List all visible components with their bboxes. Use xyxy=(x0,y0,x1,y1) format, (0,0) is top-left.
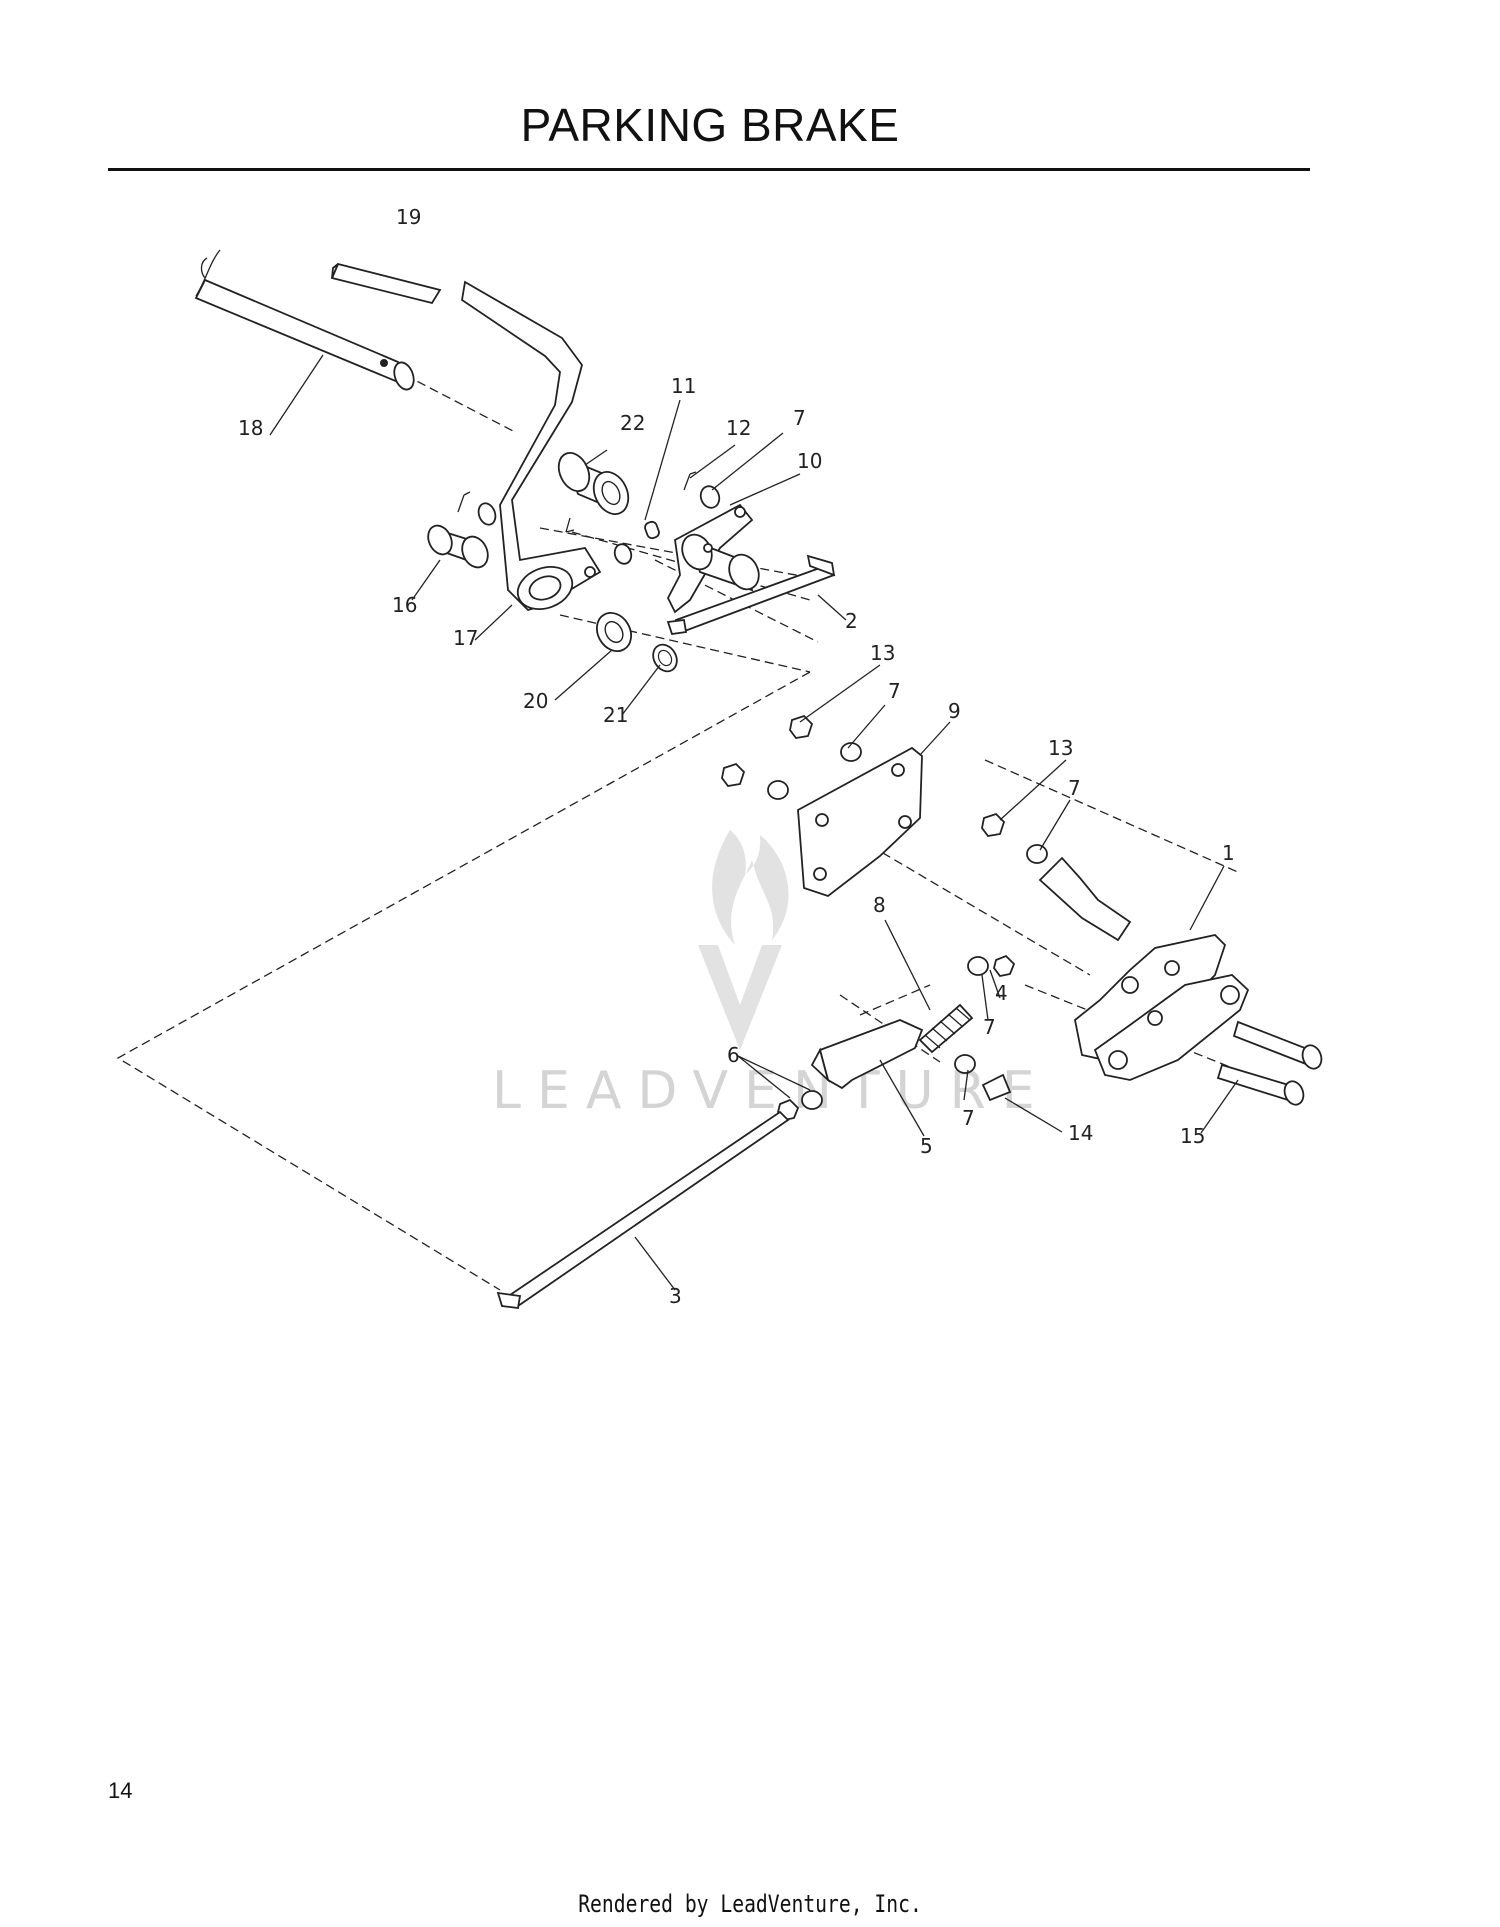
watermark-flame-icon xyxy=(712,830,789,945)
part-12-cotter-pins xyxy=(457,471,697,533)
callout-22: 22 xyxy=(620,411,645,435)
callout-7-d: 7 xyxy=(983,1015,996,1039)
callout-19: 19 xyxy=(396,205,421,229)
callout-13-b: 13 xyxy=(1048,736,1073,760)
part-16-bushing xyxy=(427,524,489,569)
callout-10: 10 xyxy=(797,449,822,473)
callout-8: 8 xyxy=(873,893,886,917)
part-14-bolt xyxy=(981,1073,1012,1102)
part-18-tube xyxy=(194,249,415,391)
part-7-washers xyxy=(477,485,1048,1110)
callout-3: 3 xyxy=(669,1284,682,1308)
callout-18: 18 xyxy=(238,416,263,440)
callout-6: 6 xyxy=(727,1043,740,1067)
callout-7-c: 7 xyxy=(1068,776,1081,800)
part-13-nuts xyxy=(721,714,1016,977)
callout-11: 11 xyxy=(671,374,696,398)
callout-13-a: 13 xyxy=(870,641,895,665)
callout-20: 20 xyxy=(523,689,548,713)
callout-leaders xyxy=(269,354,1239,1291)
part-1-brake-assembly xyxy=(1038,856,1250,1081)
page-number: 14 xyxy=(108,1778,133,1803)
callout-4: 4 xyxy=(995,981,1008,1005)
callout-16: 16 xyxy=(392,593,417,617)
part-19-grip xyxy=(330,262,442,305)
watermark: LEADVENTURE xyxy=(492,830,1051,1121)
callout-1: 1 xyxy=(1222,841,1235,865)
footer-credit: Rendered by LeadVenture, Inc. xyxy=(578,1890,922,1918)
callout-21: 21 xyxy=(603,703,628,727)
callout-7-e: 7 xyxy=(962,1106,975,1130)
callout-5: 5 xyxy=(920,1134,933,1158)
part-17-pedal-arm xyxy=(461,280,602,612)
part-8-spring xyxy=(918,1003,974,1054)
part-15-bolts xyxy=(1216,1020,1323,1106)
part-2-rod xyxy=(666,554,836,635)
part-9-plate xyxy=(797,746,923,898)
part-20-washer xyxy=(596,612,632,652)
callout-7-a: 7 xyxy=(793,406,806,430)
part-21-snap-ring xyxy=(652,643,678,673)
callout-7-b: 7 xyxy=(888,679,901,703)
watermark-v-logo-icon xyxy=(698,945,782,1050)
callout-12: 12 xyxy=(726,416,751,440)
part-22-bushing xyxy=(557,452,630,515)
callout-15: 15 xyxy=(1180,1124,1205,1148)
assembly-lines xyxy=(116,374,1251,1291)
part-10-bracket xyxy=(666,503,760,614)
part-5-bracket xyxy=(810,1019,924,1090)
callout-14: 14 xyxy=(1068,1121,1093,1145)
callout-9: 9 xyxy=(948,699,961,723)
page-title: PARKING BRAKE xyxy=(520,99,900,151)
callout-2: 2 xyxy=(845,609,858,633)
title-divider xyxy=(108,168,1310,171)
callout-numbers: 19 18 11 22 12 7 10 16 17 2 13 7 20 21 9… xyxy=(238,205,1235,1308)
part-11-pin xyxy=(644,520,660,540)
callout-17: 17 xyxy=(453,626,478,650)
part-3-rod xyxy=(496,1110,790,1310)
watermark-text: LEADVENTURE xyxy=(492,1061,1051,1121)
